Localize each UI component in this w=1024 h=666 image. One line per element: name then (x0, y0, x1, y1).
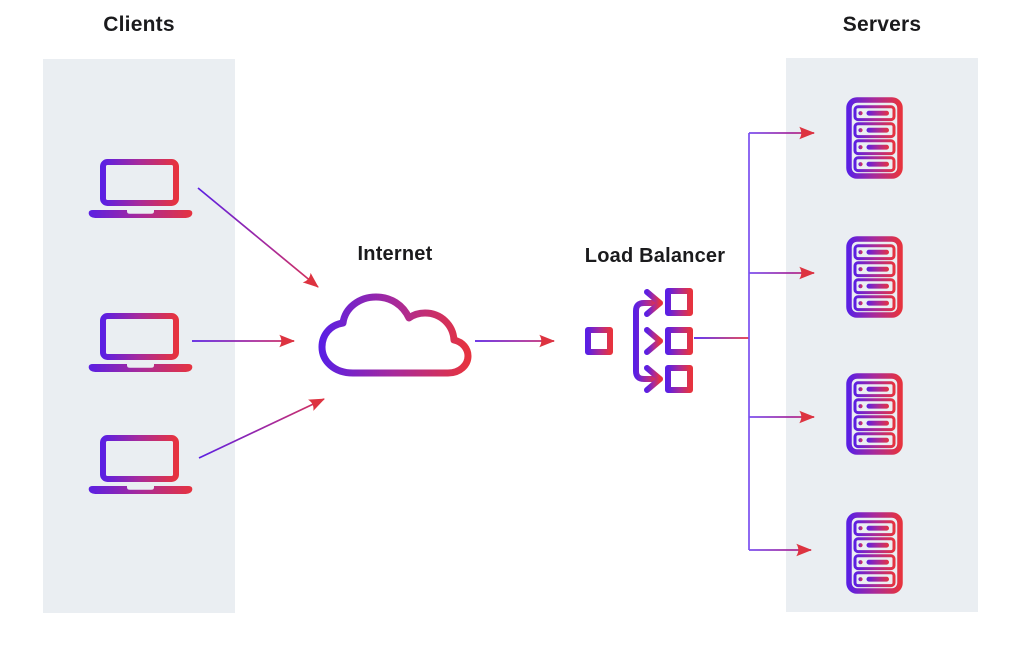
server-rack-icon (846, 373, 903, 455)
clients-title: Clients (103, 13, 175, 36)
servers-title: Servers (842, 13, 922, 36)
internet-label: Internet (357, 243, 433, 265)
cloud-icon (318, 293, 472, 377)
clients-panel (43, 59, 235, 613)
load-balancer-icon (585, 288, 693, 393)
server-rack-icon (846, 512, 903, 594)
load-balancer-label: Load Balancer (584, 245, 726, 267)
laptop-icon (88, 159, 193, 218)
server-rack-icon (846, 236, 903, 318)
laptop-icon (88, 435, 193, 494)
servers-panel (786, 58, 978, 612)
laptop-icon (88, 313, 193, 372)
server-rack-icon (846, 97, 903, 179)
